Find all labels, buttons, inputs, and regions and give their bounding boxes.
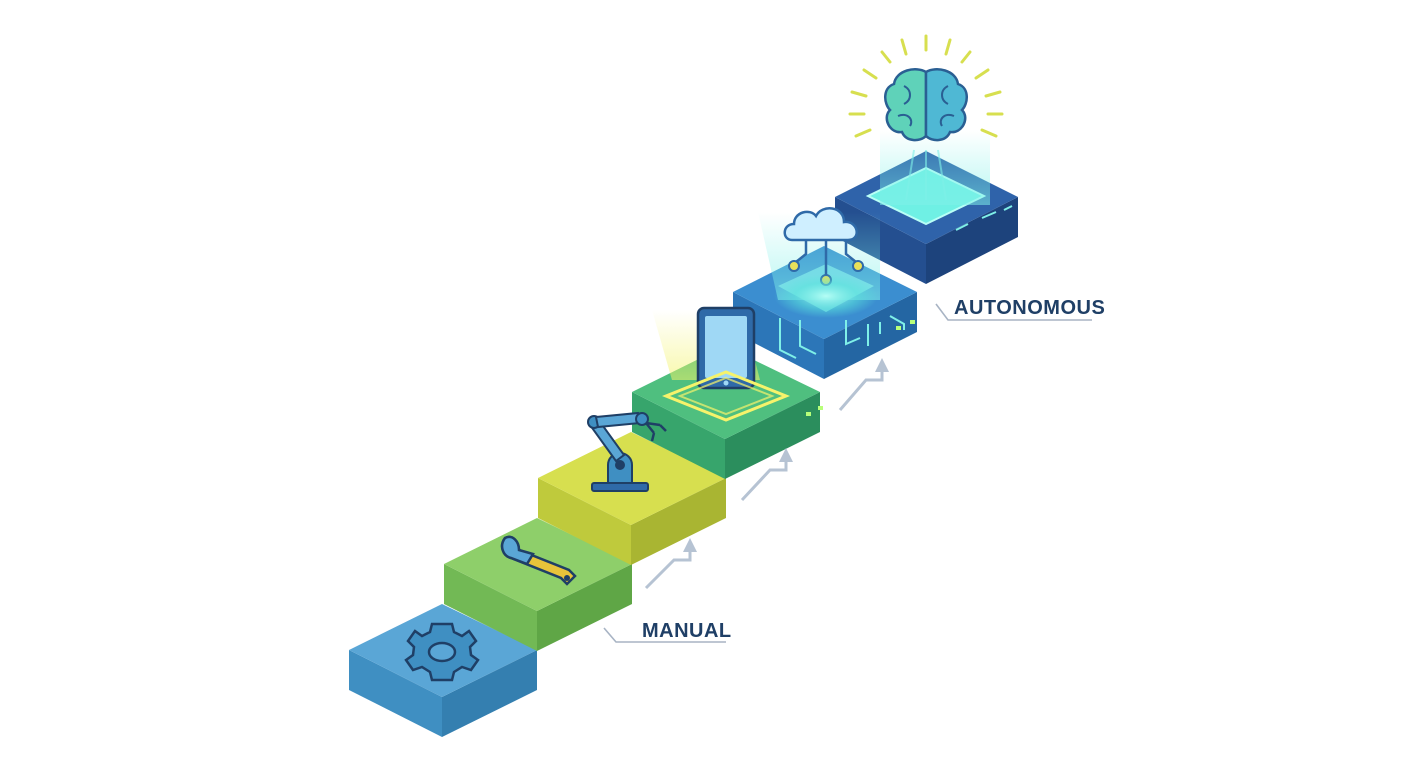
step-right-face — [725, 392, 820, 479]
cloud-network-icon — [783, 207, 864, 286]
circuit-line — [779, 318, 881, 359]
arrow-head — [875, 358, 889, 372]
cloud-glow — [774, 274, 878, 318]
step-left-face — [349, 650, 442, 737]
progress-arrow — [644, 546, 692, 590]
step-left-face — [733, 292, 824, 379]
progress-arrow — [838, 366, 884, 411]
tablet-glow-frame — [661, 370, 791, 422]
robot-arm-icon — [587, 411, 667, 492]
step-right-face — [442, 650, 537, 737]
step-left-face — [444, 564, 537, 651]
progress-arrow — [740, 456, 788, 502]
step-right-face — [926, 197, 1018, 284]
step-left-face — [632, 392, 725, 479]
manual-label: MANUAL — [642, 620, 732, 642]
circuit-line — [955, 205, 1013, 231]
circuit-line — [867, 315, 905, 346]
indicator-light — [910, 320, 915, 324]
autonomous-label-leader — [935, 303, 1092, 321]
step-right-face — [631, 478, 726, 565]
manual-label-leader — [603, 627, 726, 643]
arrow-head — [779, 448, 793, 462]
step-right-face — [537, 564, 632, 651]
arrow-head — [683, 538, 697, 552]
gear-icon — [404, 622, 480, 682]
wrench-icon — [500, 535, 577, 586]
circuit-traces — [779, 205, 1013, 416]
step-right-face — [824, 292, 917, 379]
indicator-light — [818, 406, 823, 410]
brain-icon — [848, 34, 1004, 142]
brain-beam-lines — [905, 149, 947, 201]
progress-arrows — [644, 358, 889, 590]
tablet-icon — [696, 306, 756, 390]
indicator-light — [896, 326, 901, 330]
autonomous-label: AUTONOMOUS — [954, 297, 1105, 319]
indicator-light — [806, 412, 811, 416]
step-icons — [404, 34, 1004, 682]
step-left-face — [538, 478, 631, 565]
